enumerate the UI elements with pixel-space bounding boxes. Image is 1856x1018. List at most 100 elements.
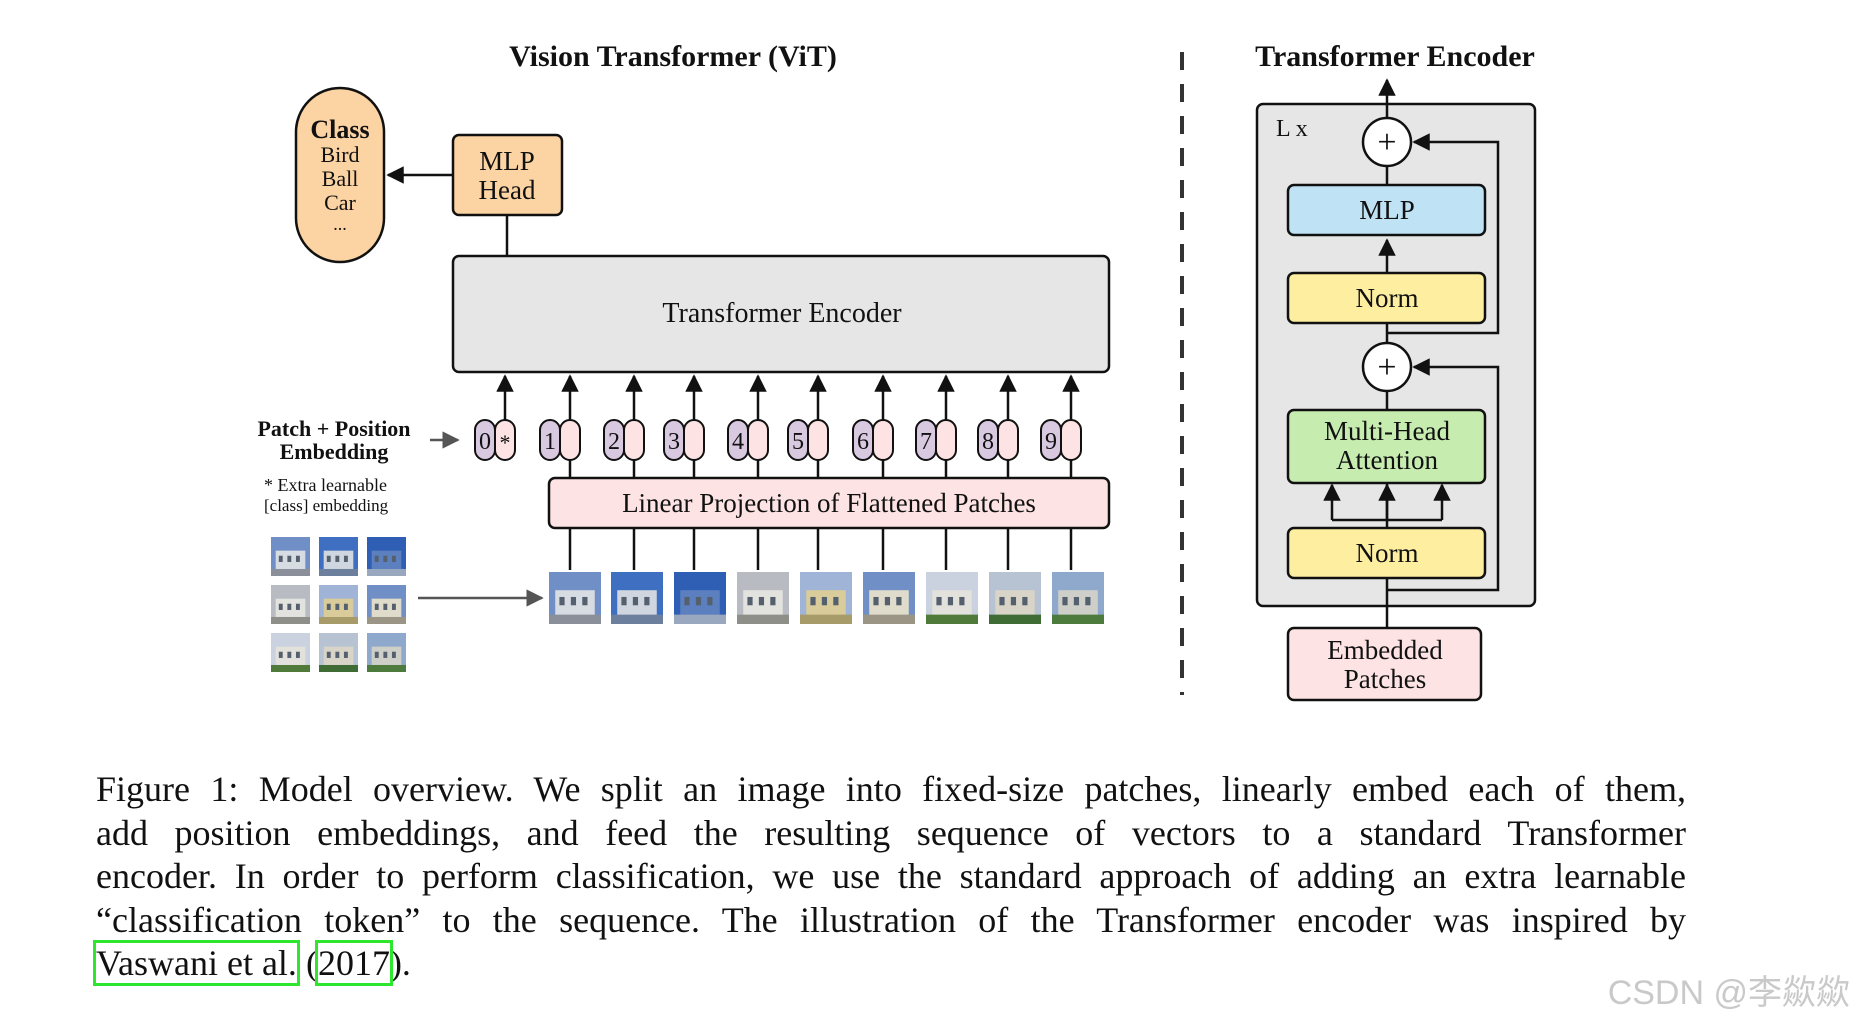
- token-number-4: 4: [732, 429, 744, 455]
- image-patch-9: [367, 633, 406, 672]
- flattened-patches-row: [549, 572, 1104, 624]
- mlp-head-box: MLP Head: [451, 133, 564, 217]
- linear-projection-box: Linear Projection of Flattened Patches: [547, 476, 1111, 530]
- token-number-2: 2: [608, 429, 620, 455]
- citation-close: ).: [389, 943, 411, 983]
- token-4: 4: [727, 374, 769, 570]
- vit-title: Vision Transformer (ViT): [509, 40, 837, 73]
- class-item-car: Car: [324, 190, 356, 215]
- token-7: 7: [915, 374, 957, 570]
- linear-projection-label: Linear Projection of Flattened Patches: [622, 488, 1036, 518]
- image-patch-4: [271, 585, 310, 624]
- patch-embedding-4: [747, 419, 769, 461]
- patch-embedding-8: [997, 419, 1019, 461]
- encoder-mlp-label: MLP: [1359, 195, 1415, 225]
- caption-line-2: add position embeddings, and feed the re…: [96, 812, 1686, 853]
- token-number-5: 5: [792, 429, 804, 455]
- token-6: 6: [852, 374, 894, 570]
- image-patch-3: [367, 537, 406, 576]
- token-3: 3: [663, 374, 705, 570]
- image-patch-6: [863, 572, 915, 624]
- encoder-norm-lower-label: Norm: [1356, 538, 1419, 568]
- image-patch-4: [737, 572, 789, 624]
- token-5: 5: [787, 374, 829, 570]
- class-output-box: Class Bird Ball Car ...: [294, 86, 386, 264]
- patch-embedding-6: [872, 419, 894, 461]
- patch-embedding-9: [1060, 419, 1082, 461]
- patch-embedding-5: [807, 419, 829, 461]
- token-number-8: 8: [982, 429, 994, 455]
- plus-icon: +: [1377, 349, 1396, 386]
- embedded-patches-line1: Embedded: [1327, 635, 1443, 665]
- token-number-3: 3: [668, 429, 680, 455]
- extra-note-line1: * Extra learnable: [264, 475, 387, 495]
- image-patch-3: [674, 572, 726, 624]
- class-item-ball: Ball: [322, 166, 359, 191]
- add-circle-top: +: [1361, 116, 1413, 168]
- caption-line-5: Vaswani et al. (2017).: [93, 940, 1686, 986]
- caption-line-3: encoder. In order to perform classificat…: [96, 856, 1686, 896]
- embedded-patches-line2: Patches: [1344, 664, 1426, 694]
- token-number-9: 9: [1045, 429, 1057, 455]
- transformer-encoder-label: Transformer Encoder: [662, 298, 902, 329]
- class-item-ellipsis: ...: [333, 214, 347, 234]
- encoder-norm-upper: Norm: [1286, 271, 1487, 325]
- residual-1: [1387, 358, 1500, 592]
- residual-2: [1387, 133, 1500, 335]
- image-patch-8: [319, 633, 358, 672]
- citation-author-link[interactable]: Vaswani et al.: [93, 940, 300, 986]
- embedding-label-line1: Patch + Position: [257, 416, 410, 441]
- token-number-7: 7: [920, 429, 932, 455]
- embedded-patches-box: Embedded Patches: [1286, 626, 1483, 702]
- image-patch-2: [319, 537, 358, 576]
- patch-embedding-2: [623, 419, 645, 461]
- image-patch-7: [926, 572, 978, 624]
- class-token-mark: *: [500, 430, 511, 455]
- encoder-norm-lower: Norm: [1286, 526, 1487, 580]
- image-patch-8: [989, 572, 1041, 624]
- add-circle-middle: +: [1361, 341, 1413, 393]
- encoder-attention-box: Multi-Head Attention: [1286, 408, 1487, 485]
- repeat-label: L x: [1276, 116, 1308, 142]
- token-number-1: 1: [544, 429, 556, 455]
- token-number-6: 6: [857, 429, 869, 455]
- token-2: 2: [603, 374, 645, 570]
- image-patch-6: [367, 585, 406, 624]
- token-9: 9: [1040, 374, 1082, 570]
- token-0: 0*: [474, 374, 516, 461]
- watermark: CSDN @李歘歘: [1607, 974, 1850, 1012]
- patch-embedding-7: [935, 419, 957, 461]
- class-heading: Class: [310, 115, 369, 144]
- caption-line-4: “classification token” to the sequence. …: [96, 899, 1686, 940]
- citation-open: (: [296, 943, 318, 983]
- mlp-head-line2: Head: [479, 175, 536, 205]
- class-item-bird: Bird: [320, 142, 359, 167]
- image-patch-1: [271, 537, 310, 576]
- image-patch-5: [800, 572, 852, 624]
- image-patch-5: [319, 585, 358, 624]
- plus-icon: +: [1377, 124, 1396, 161]
- encoder-norm-upper-label: Norm: [1356, 283, 1419, 313]
- citation-year-link[interactable]: 2017: [314, 940, 393, 986]
- patch-embedding-3: [683, 419, 705, 461]
- attention-line1: Multi-Head: [1324, 416, 1450, 446]
- token-1: 1: [539, 374, 581, 570]
- image-patch-7: [271, 633, 310, 672]
- transformer-encoder-box: Transformer Encoder: [451, 254, 1111, 374]
- patch-embedding-1: [559, 419, 581, 461]
- token-8: 8: [977, 374, 1019, 570]
- image-patch-2: [611, 572, 663, 624]
- embedding-label-line2: Embedding: [280, 439, 389, 464]
- image-patch-9: [1052, 572, 1104, 624]
- caption-line-1: Figure 1: Model overview. We split an im…: [96, 769, 1686, 809]
- mlp-head-line1: MLP: [479, 146, 535, 176]
- attention-line2: Attention: [1336, 445, 1438, 475]
- figure-caption: Figure 1: Model overview. We split an im…: [93, 768, 1686, 986]
- image-patch-1: [549, 572, 601, 624]
- token-number-0: 0: [479, 429, 491, 455]
- extra-note-line2: [class] embedding: [264, 496, 389, 515]
- source-image-patches: [271, 537, 406, 672]
- vit-diagram: Vision Transformer (ViT) Class Bird Ball…: [257, 40, 1537, 702]
- encoder-detail-title: Transformer Encoder: [1255, 40, 1535, 73]
